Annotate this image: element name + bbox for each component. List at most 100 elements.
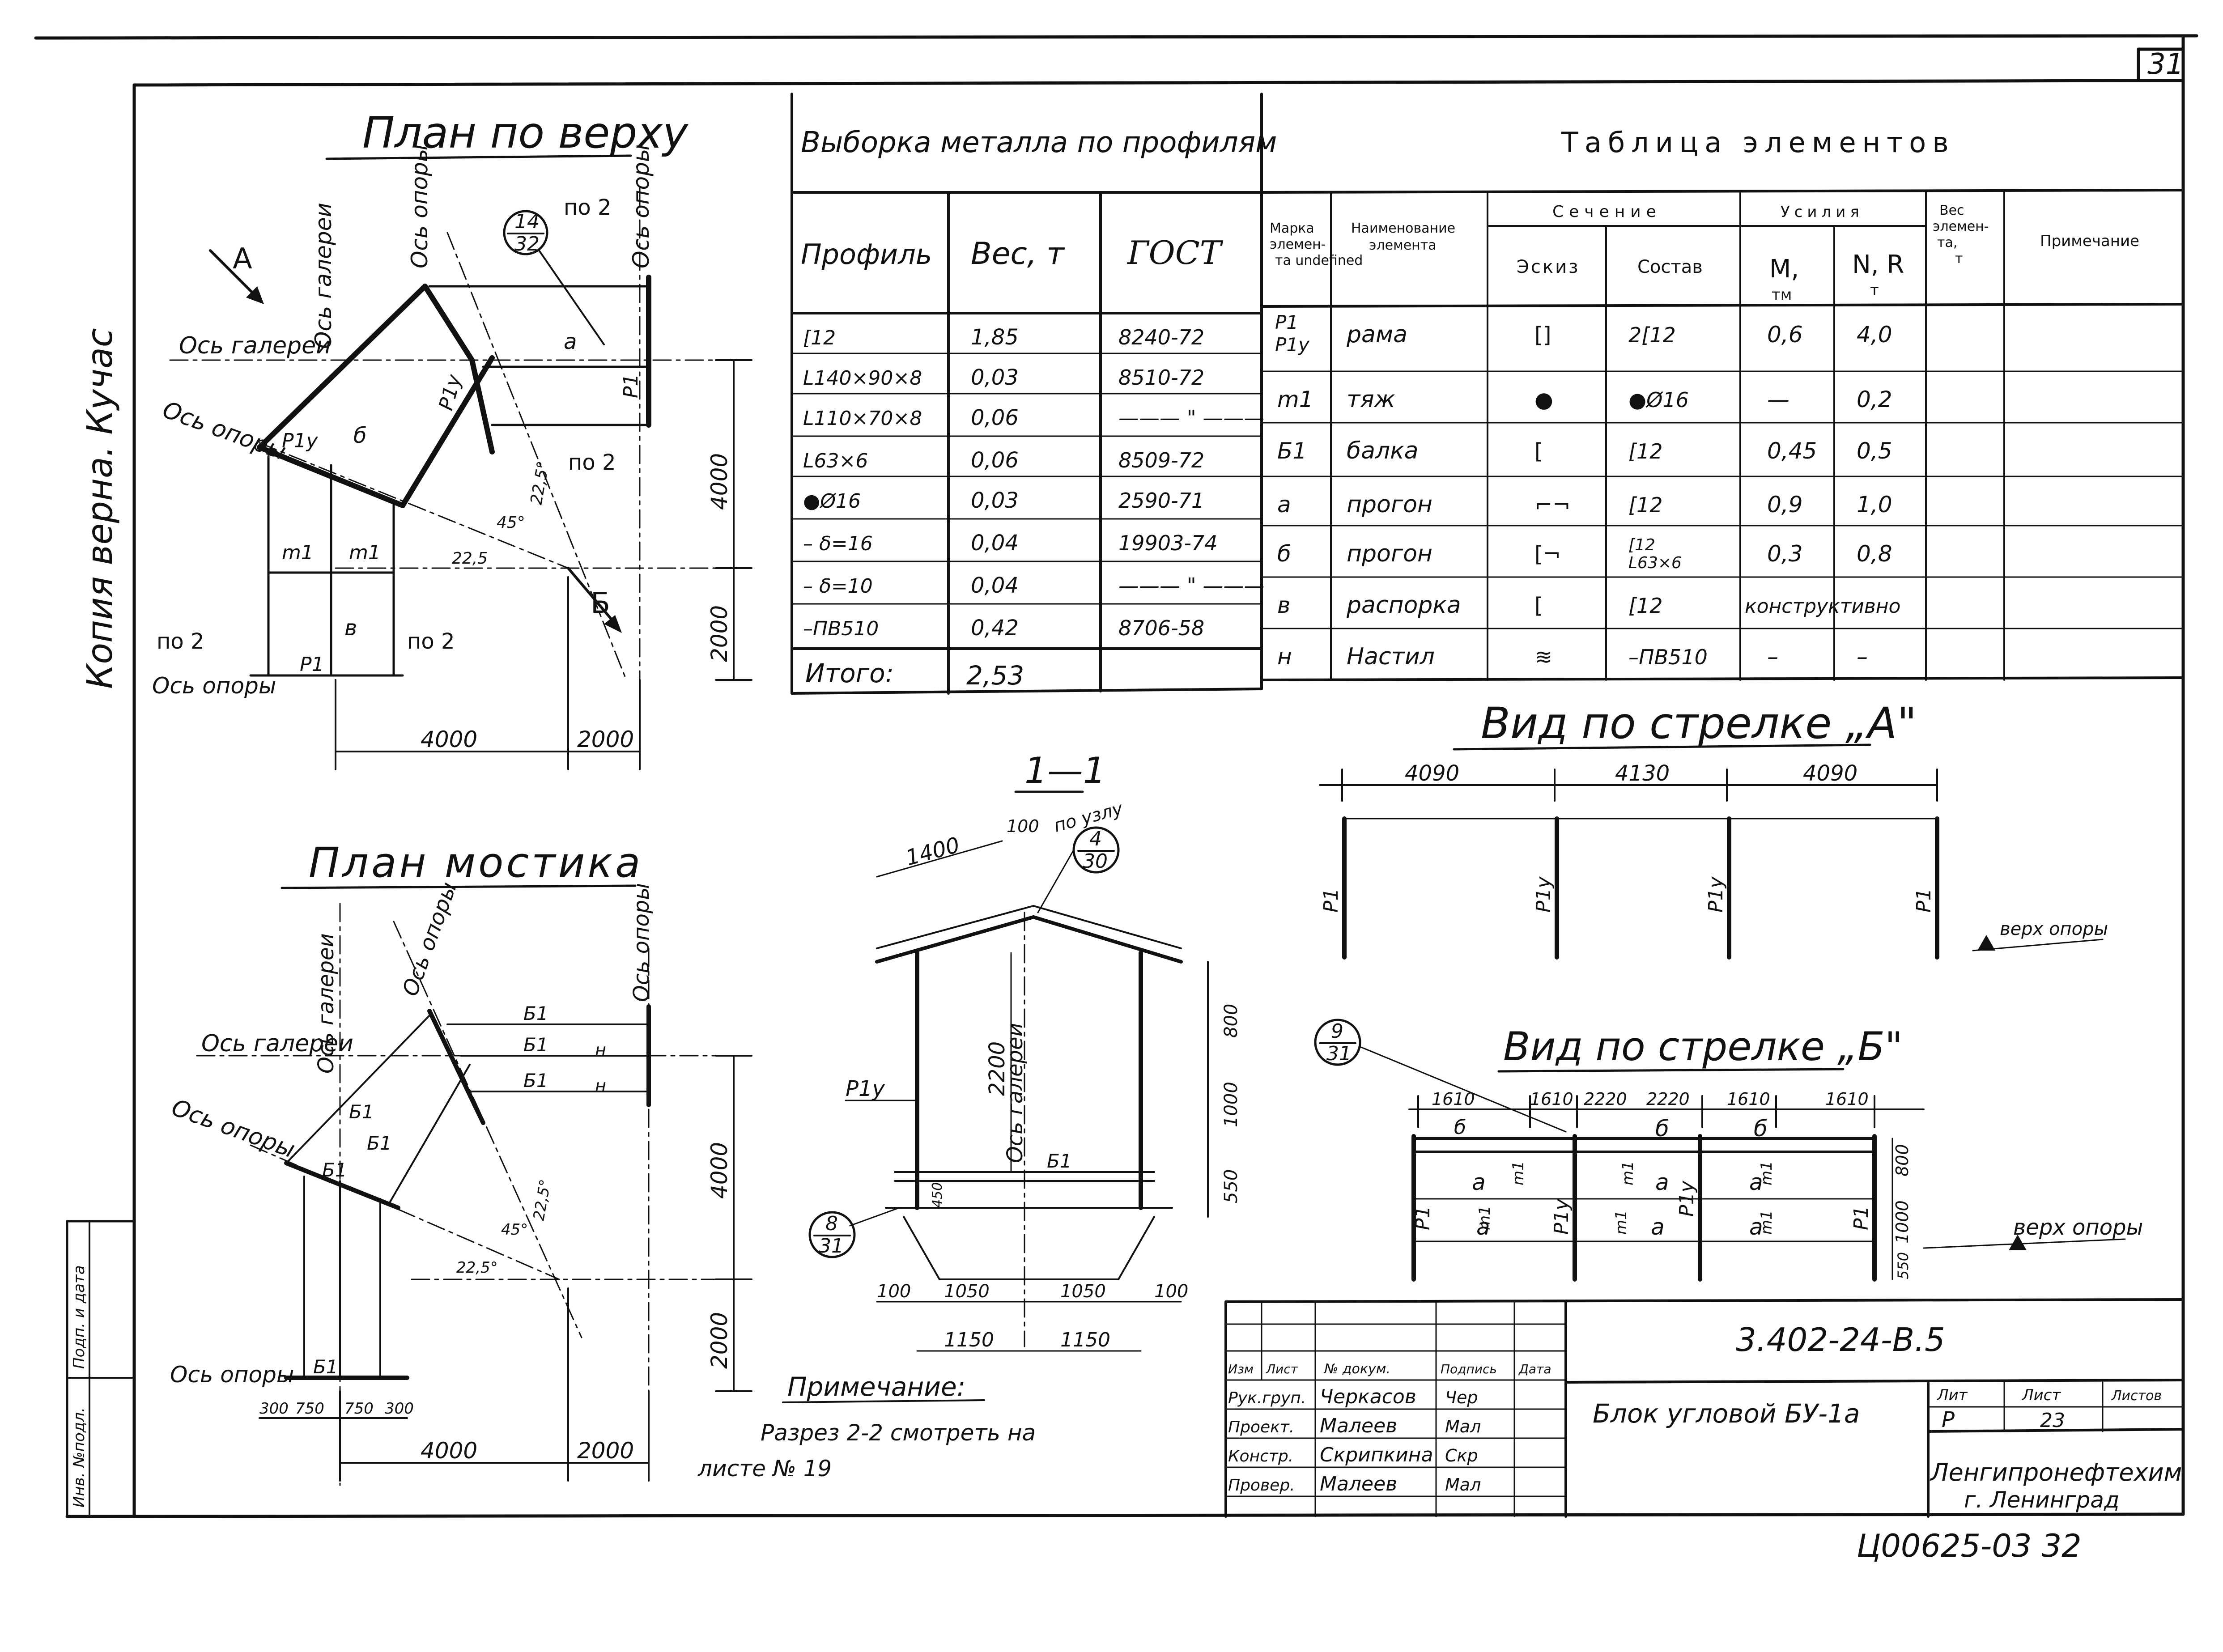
name-cell: тяж (1347, 386, 1395, 413)
mark-cell: Р1 (1275, 311, 1298, 333)
title-sheets-head: Листов (2111, 1388, 2162, 1404)
title-block: 3.402-24-В.5 Блок угловой БУ-1а Изм Лист… (1224, 1298, 2185, 1518)
profile-cell: ●Ø16 (803, 490, 861, 513)
comp-cell: 2[12 (1628, 323, 1676, 347)
section-dim-100: 100 (1007, 816, 1039, 836)
person-cell: Малеев (1320, 1414, 1397, 1437)
weight-cell: 0,04 (971, 573, 1019, 598)
role-cell: Констр. (1228, 1447, 1293, 1465)
plan-bridge-title: План мостика (309, 839, 643, 887)
plan-bridge: План мостика Ось галереи Ось оп (168, 839, 752, 1486)
view-a-dim-3: 4090 (1803, 761, 1857, 786)
plan-top-axis-support-d: Ось опоры (407, 144, 433, 268)
profile-cell: –ПВ510 (803, 617, 879, 640)
view-b-m-6: m1 (1758, 1210, 1776, 1235)
elements-header-section: Сечение (1552, 203, 1662, 221)
note-line2: листе № 19 (697, 1456, 832, 1482)
m-cell: 0,6 (1767, 322, 1803, 348)
name-cell: прогон (1347, 491, 1432, 518)
comp-cell: [12 (1628, 493, 1662, 517)
elements-table-title: Таблица элементов (1561, 126, 1955, 159)
plan-top-node-num: 14 (514, 210, 540, 233)
profile-cell: L63×6 (803, 450, 868, 472)
gost-cell: 2590-71 (1118, 488, 1204, 513)
view-a-title: Вид по стрелке „А" (1481, 698, 1917, 748)
view-a-dim-1: 4090 (1405, 761, 1459, 786)
plan-top-po2-a: по 2 (564, 195, 612, 220)
section-dim-1400: 1400 (903, 832, 962, 871)
view-b-dim-6: 1610 (1825, 1089, 1869, 1109)
plan-bridge-b1-4: Б1 (349, 1101, 374, 1123)
gost-cell: 8510-72 (1118, 365, 1204, 390)
elements-header-note: Примечание (2040, 232, 2139, 250)
weight-cell: 0,06 (971, 405, 1019, 430)
arrow-a-label: А (233, 242, 252, 276)
section-dim-800: 800 (1221, 1004, 1241, 1038)
plan-top-title: План по верху (362, 108, 689, 158)
title-name: Блок угловой БУ-1а (1593, 1398, 1860, 1429)
section-label-b1: Б1 (1047, 1150, 1072, 1172)
plan-bridge-dim-4000v: 4000 (706, 1142, 732, 1199)
name-cell: балка (1347, 437, 1418, 464)
weight-cell: 0,06 (971, 448, 1019, 473)
section-node2-den: 31 (819, 1235, 844, 1257)
gost-cell: 8706-58 (1118, 616, 1204, 640)
profile-cell: L140×90×8 (803, 367, 922, 390)
view-b-b-2: б (1655, 1116, 1669, 1142)
view-b-label-p1ya: Р1у (1550, 1198, 1573, 1235)
plan-bridge-dim-300a: 300 (259, 1400, 289, 1418)
elements-header-comp: Состав (1637, 257, 1703, 277)
section-dim-1050a: 1050 (944, 1281, 990, 1302)
profile-header-gost: ГОСТ (1126, 234, 1224, 272)
gost-cell: 19903-74 (1118, 531, 1217, 555)
mark-cell: а (1277, 492, 1291, 518)
plan-bridge-b1-2: Б1 (523, 1034, 548, 1056)
title-col-doc: № докум. (1323, 1361, 1390, 1377)
view-a: Вид по стрелке „А" 4090 4130 4090 Р1 Р1у… (1319, 698, 2108, 960)
signature-cell: Мал (1445, 1475, 1481, 1495)
plan-bridge-b1-7: Б1 (313, 1356, 338, 1378)
gost-cell: 8509-72 (1118, 448, 1204, 472)
n-cell: – (1857, 644, 1868, 670)
plan-bridge-ang-45: 45° (501, 1221, 528, 1239)
profile-table-title: Выборка металла по профилям (801, 126, 1277, 159)
view-b-m-1: m1 (1509, 1161, 1527, 1185)
comp-cell: [12 (1628, 439, 1662, 463)
view-a-label-p1yb: Р1у (1704, 876, 1727, 913)
forces-cell: конструктивно (1745, 595, 1900, 618)
view-b: Вид по стрелке „Б" 9 31 1 (1314, 1019, 2143, 1282)
profile-row: L63×6 0,06 8509-72 (803, 448, 1204, 473)
view-b-a-4: а (1476, 1214, 1490, 1240)
plan-bridge-axis-support-b: Ось опоры (170, 1362, 294, 1388)
section-dim-1000: 1000 (1221, 1082, 1241, 1127)
view-b-vdim-1000: 1000 (1892, 1200, 1912, 1244)
plan-bridge-ang-225b: 22,5° (530, 1178, 554, 1222)
n-cell: 4,0 (1857, 322, 1892, 348)
comp-cell: [12 (1628, 594, 1662, 618)
section-dim-550: 550 (1221, 1169, 1241, 1203)
section-node2-num: 8 (825, 1212, 838, 1235)
plan-top-p1y-a: Р1у (282, 429, 319, 452)
view-a-label-p1a: Р1 (1320, 888, 1343, 913)
plan-bridge-axis-support-r: Ось опоры (629, 883, 654, 1002)
plan-bridge-axis-support-l: Ось опоры (168, 1094, 299, 1164)
gost-cell: ——— " ——— (1118, 573, 1264, 598)
view-b-dim-5: 1610 (1727, 1089, 1770, 1109)
title-org: Ленгипронефтехим (1930, 1458, 2182, 1486)
profile-header-weight: Вес, т (971, 236, 1065, 272)
plan-top-ang-225a: 22,5 (452, 549, 488, 568)
plan-top-dim-4000h: 4000 (421, 726, 477, 752)
plan-top-v-label: в (344, 616, 357, 641)
